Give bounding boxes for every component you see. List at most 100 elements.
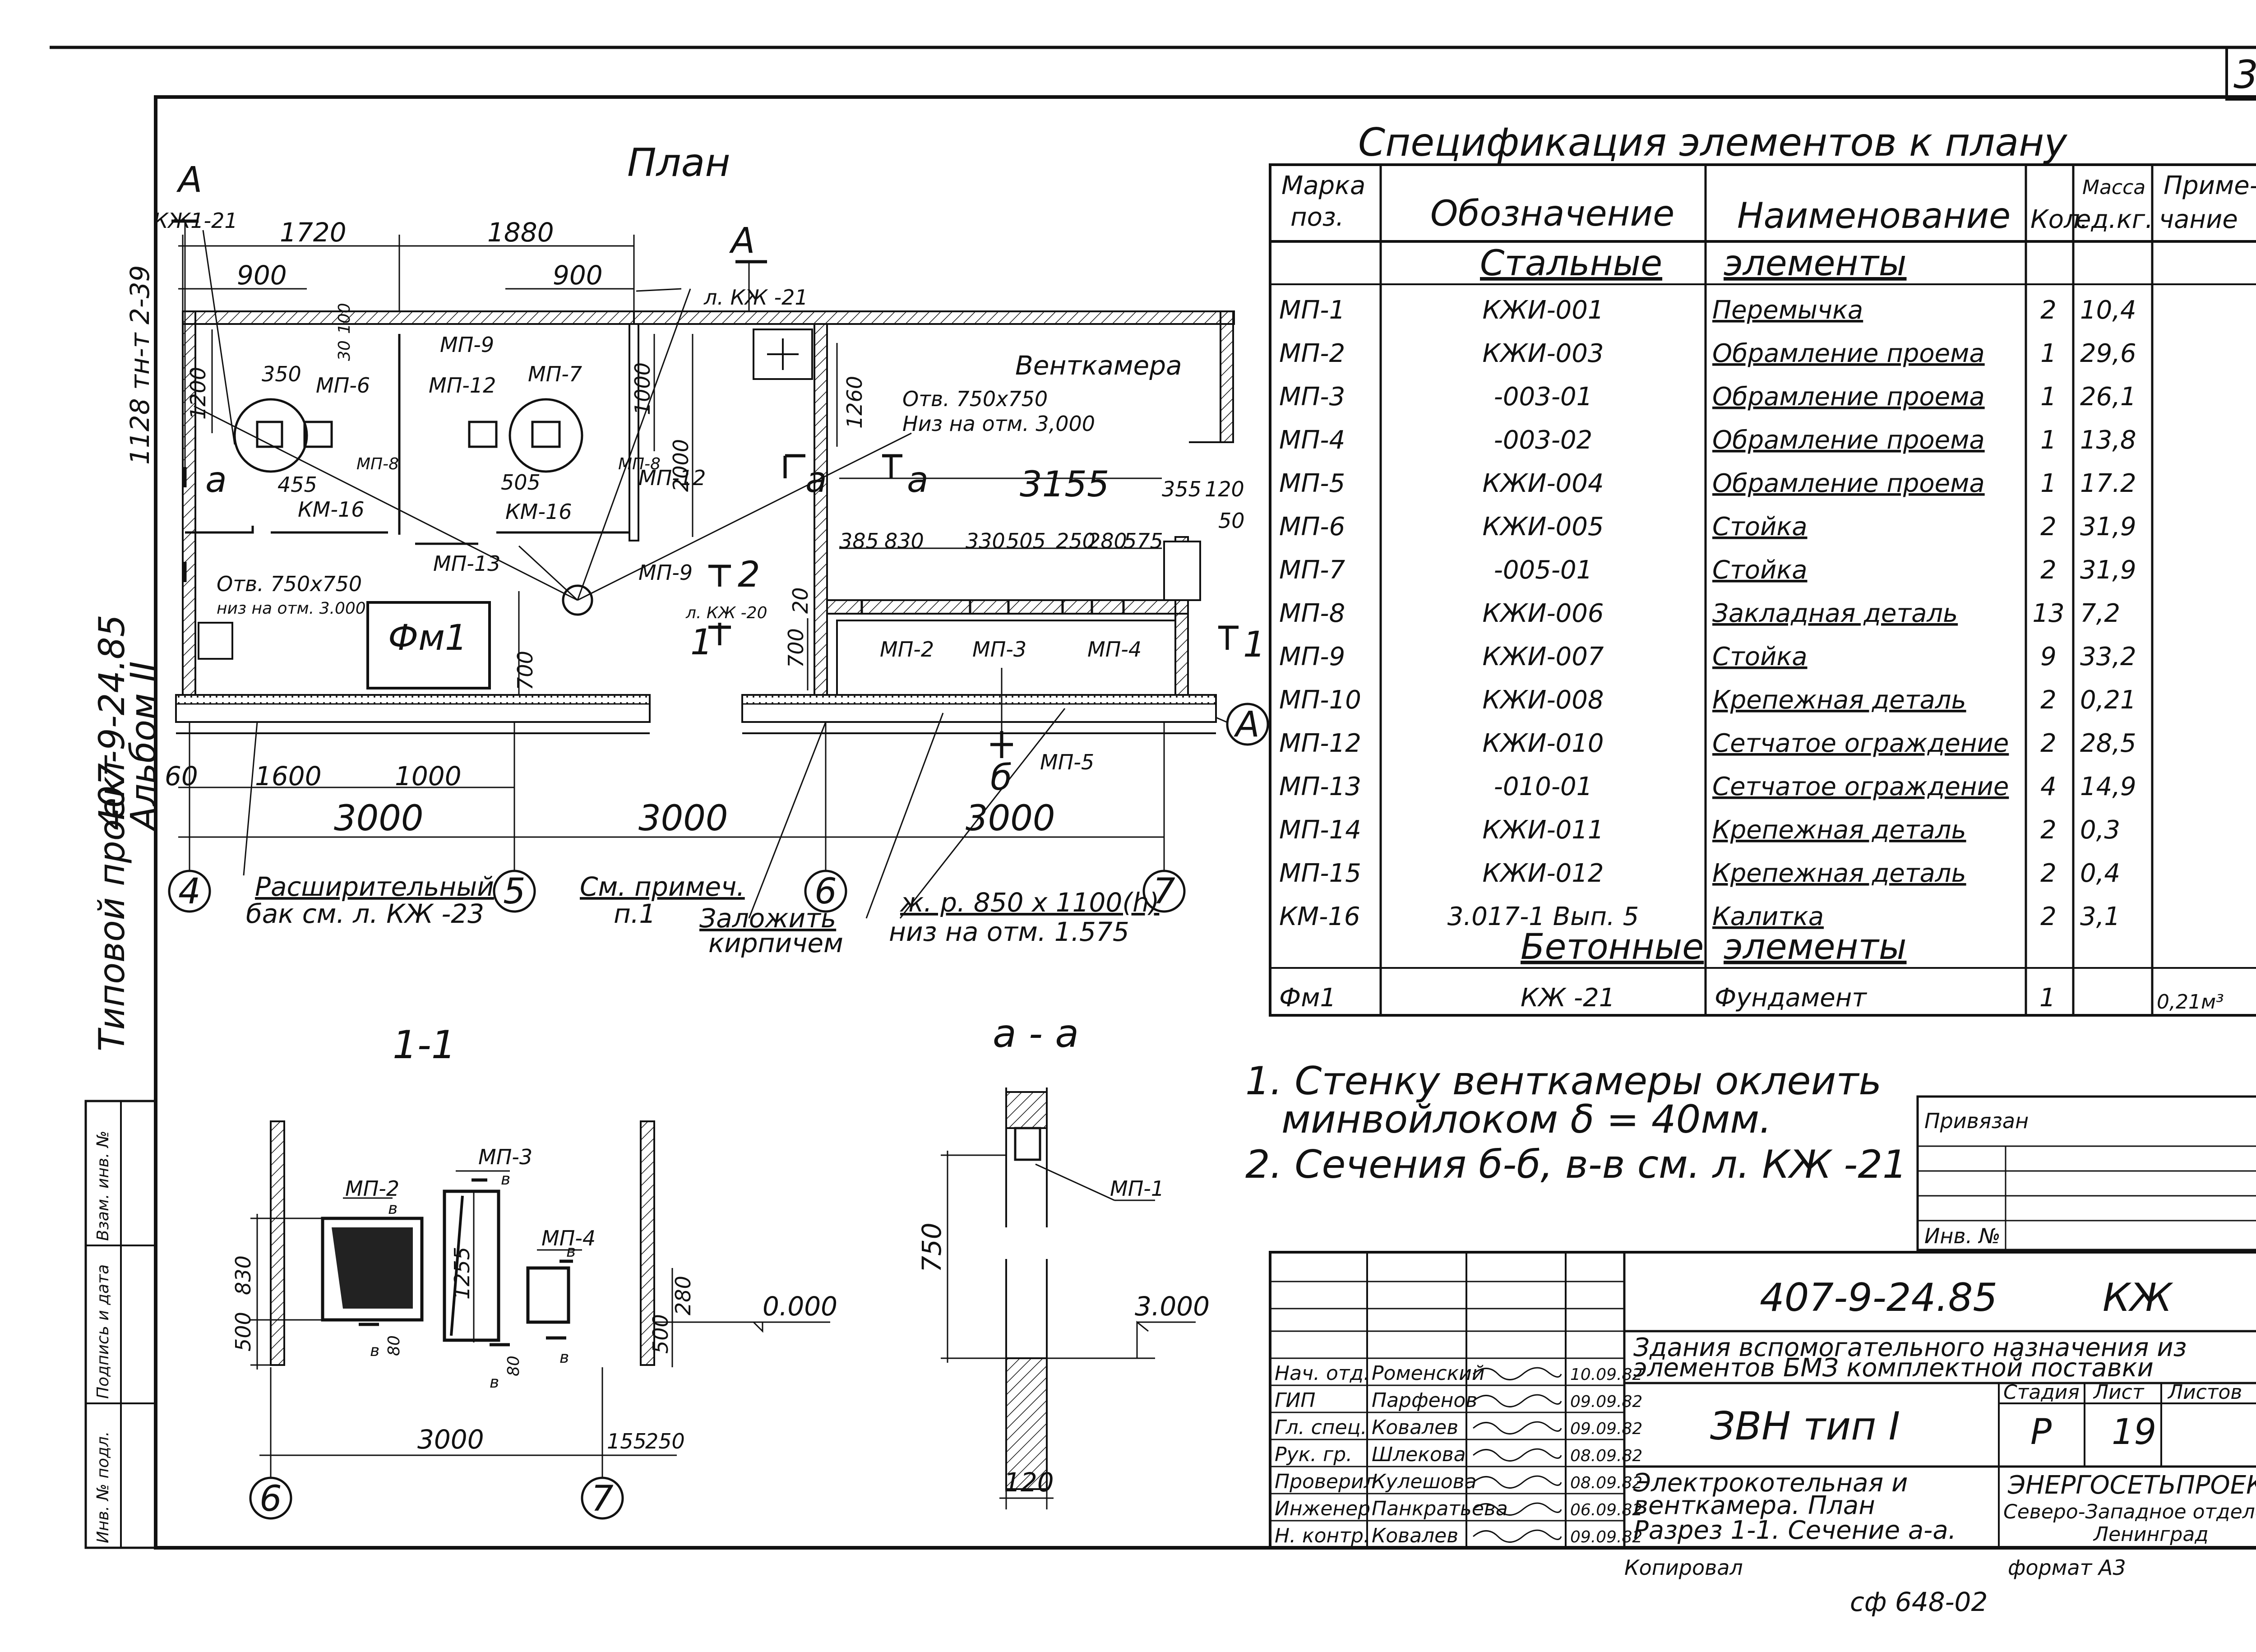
inner-frame: [154, 95, 2256, 1550]
spec-cell-mark: КМ-16: [1279, 902, 1360, 931]
expander-l1: Расширительный: [255, 871, 494, 902]
spec-cell-code: -003-02: [1494, 426, 1593, 455]
tb-sheet-hdr: Лист: [2093, 1381, 2145, 1404]
dim-120: 120: [1205, 477, 1244, 501]
s11-dim-500b: 500: [648, 1314, 673, 1354]
spec-cell-mass: 29,6: [2080, 339, 2136, 368]
s11-axis-6: 6: [259, 1479, 282, 1519]
hdr-mark-1: Марка: [1281, 171, 1365, 200]
section-aa-labels: МП-1 750 120 3.000: [916, 1176, 1210, 1498]
spec-cell-qty: 9: [2040, 642, 2057, 671]
spec-cell-code: КЖИ-011: [1482, 815, 1604, 845]
tb-person-date: 10.09.82: [1570, 1365, 1642, 1384]
spec-cell-qty: 2: [2040, 859, 2057, 888]
s11-dim-1255: 1255: [450, 1247, 474, 1300]
section-mark-a1: а: [805, 460, 827, 500]
fm1-label: Фм1: [388, 618, 467, 658]
concrete-note: 0,21м³: [2157, 990, 2224, 1013]
tb-person-role: Н. контр.: [1275, 1524, 1370, 1547]
km16-label: КМ-16: [298, 497, 364, 522]
spec-cell-mark: МП-2: [1279, 339, 1345, 368]
spec-cell-name: Обрамление проема: [1712, 339, 1985, 368]
note-2: 2. Сечения б-б, в-в см. л. КЖ -21: [1245, 1142, 1907, 1187]
section-aa: [941, 1087, 1196, 1509]
spec-cell-mark: МП-10: [1279, 685, 1361, 715]
tb-person-role: Нач. отд.: [1275, 1362, 1370, 1385]
spec-cell-qty: 13: [2032, 599, 2064, 628]
spec-cell-code: КЖИ-001: [1482, 296, 1604, 325]
tb-person-name: Кулешова: [1372, 1470, 1477, 1493]
s11-dim-500: 500: [231, 1312, 255, 1351]
spec-cell-name: Крепежная деталь: [1712, 859, 1966, 888]
spec-cell-mark: МП-4: [1279, 426, 1345, 455]
spec-cell-qty: 2: [2040, 512, 2057, 541]
km16b-label: КМ-16: [505, 500, 572, 524]
kzh20-label: л. КЖ -20: [685, 604, 767, 622]
hdr-note-2: чание: [2159, 205, 2238, 234]
spec-cell-name: Стойка: [1712, 555, 1808, 585]
spec-cell-mass: 17.2: [2080, 469, 2136, 498]
aa-level: 3.000: [1135, 1291, 1210, 1322]
spec-cell-qty: 1: [2040, 339, 2057, 368]
s11-v3: в: [566, 1242, 576, 1261]
dim-30: 30: [335, 340, 354, 361]
tb-code: 407-9-24.85: [1760, 1275, 1997, 1320]
axis-5: 5: [503, 871, 526, 912]
note-1-l1: 1. Стенку венткамеры оклеить: [1245, 1059, 1882, 1104]
dim-455: 455: [277, 472, 317, 497]
s11-dim-80a: 80: [385, 1335, 403, 1356]
dim-350: 350: [262, 362, 301, 386]
spec-cell-name: Сетчатое ограждение: [1712, 772, 2009, 801]
signature-mark: [1473, 1448, 1562, 1462]
spec-cell-code: КЖИ-010: [1482, 729, 1604, 758]
section-mark-a-right: А: [729, 221, 755, 261]
section-mark-b: б: [990, 758, 1012, 798]
spec-cell-name: Закладная деталь: [1712, 599, 1958, 628]
spec-cell-code: КЖИ-005: [1482, 512, 1604, 541]
stamp-replace: Взам. инв. №: [94, 1131, 112, 1241]
section-mark-1: 1: [690, 622, 713, 663]
title-block-text: 407-9-24.85 КЖ Здания вспомогательного н…: [1624, 1275, 2256, 1617]
s11-dim-280: 280: [671, 1276, 695, 1315]
spec-cell-code: -010-01: [1494, 772, 1593, 801]
dim-575: 575: [1123, 529, 1163, 553]
concrete-mark: Фм1: [1279, 983, 1336, 1013]
tb-building-1: Здания вспомогательного назначения из: [1633, 1333, 2187, 1362]
ventkamera-label: Венткамера: [1015, 350, 1182, 381]
tb-person-name: Ковалев: [1372, 1524, 1458, 1547]
otv2-l2: низ на отм. 3.000: [217, 599, 366, 618]
spec-cell-code: КЖИ-012: [1482, 859, 1604, 888]
dim-700a: 700: [513, 651, 537, 690]
mp2-label: МП-2: [880, 637, 934, 662]
spec-cell-name: Крепежная деталь: [1712, 815, 1966, 845]
tb-person-name: Парфенов: [1372, 1389, 1477, 1412]
spec-cell-mark: МП-5: [1279, 469, 1345, 498]
spec-cell-mass: 33,2: [2080, 642, 2136, 671]
spec-cell-mark: МП-6: [1279, 512, 1345, 541]
door-l2: низ на отм. 1.575: [889, 916, 1129, 947]
spec-cell-qty: 2: [2040, 296, 2057, 325]
section-1-1: [249, 1120, 830, 1520]
dim-1720: 1720: [280, 217, 347, 248]
spec-cell-mass: 3,1: [2080, 902, 2120, 931]
tb-person-role: Гл. спец.: [1275, 1416, 1367, 1439]
tb-building-2: элементов БМЗ комплектной поставки: [1633, 1353, 2154, 1383]
spec-cell-code: КЖИ-003: [1482, 339, 1604, 368]
binder-copy: 1128 тн-т 2-39: [125, 265, 155, 465]
dim-700b: 700: [784, 628, 808, 668]
s11-level: 0.000: [763, 1291, 837, 1322]
spec-cell-mark: МП-13: [1279, 772, 1361, 801]
dim-1000b: 1000: [395, 761, 462, 791]
tb-order: сф 648-02: [1850, 1587, 1988, 1617]
tb-person-role: Проверил: [1275, 1470, 1377, 1493]
mp8-label: МП-8: [356, 455, 399, 473]
see-note-l2: п.1: [614, 898, 656, 929]
dim-2000: 2000: [669, 439, 693, 492]
spec-title: Спецификация элементов к плану: [1358, 120, 2067, 165]
otv2-l1: Отв. 750х750: [217, 572, 362, 596]
spec-cell-code: 3.017-1 Вып. 5: [1447, 902, 1639, 931]
signature-mark: [1473, 1502, 1562, 1516]
signature-mark: [1473, 1529, 1562, 1543]
spec-cell-qty: 2: [2040, 685, 2057, 715]
